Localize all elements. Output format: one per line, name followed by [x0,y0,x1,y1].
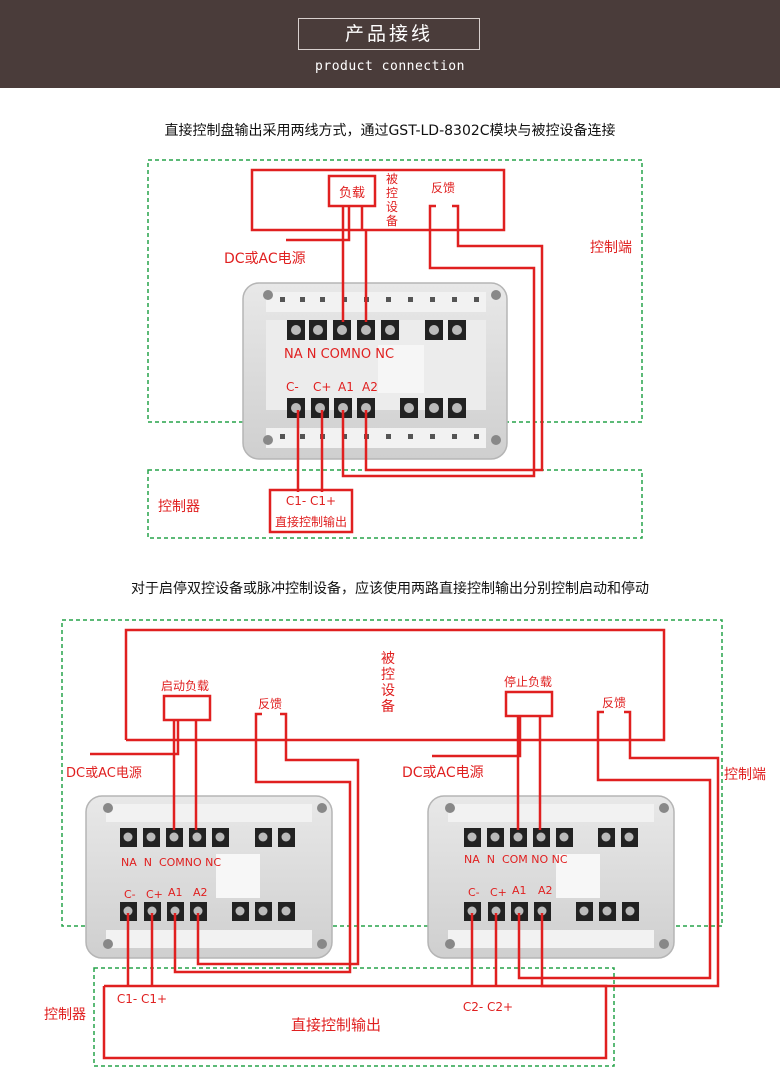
d2-controlled-char-4: 备 [381,698,395,715]
diagram2: 启动负载 停止负载 被 控 设 备 反馈 反馈 DC或AC电源 DC或AC电源 … [44,619,766,1067]
d2-left-c-plus: C+ [146,888,163,901]
diagram1: 负载 被 控 设 备 反馈 DC或AC电源 控制端 NA N COMNO NC … [147,159,643,539]
page-subtitle: product connection [315,59,465,74]
d2-controller-label: 控制器 [44,1007,86,1023]
d2-controller-frame [93,967,615,1067]
d1-controller-label: 控制器 [158,499,200,515]
d2-control-end-frame [61,619,723,927]
d2-left-feedback-label: 反馈 [258,697,282,711]
d1-controlled-char-2: 控 [386,186,398,200]
d2-controlled-char-1: 被 [381,651,395,667]
d1-control-end-label: 控制端 [590,240,632,256]
d2-direct-output-label: 直接控制输出 [291,1016,381,1034]
d2-control-end-label: 控制端 [724,767,766,783]
d1-top-terminal-labels: NA N COMNO NC [284,347,394,362]
controller-frame [147,469,643,539]
diagram1-wires [250,168,544,534]
d2-controlled-char-3: 设 [381,683,395,699]
d1-feedback-label: 反馈 [431,181,455,195]
d2-right-a2: A2 [538,884,553,897]
d2-right-top-terminals: NA N COM NO NC [464,853,568,866]
diagram2-description: 对于启停双控设备或脉冲控制设备，应该使用两路直接控制输出分别控制启动和停动 [131,581,649,597]
page-title: 产品接线 [298,18,480,50]
module-1 [242,282,508,460]
d2-right-a1: A1 [512,884,527,897]
d2-left-a2: A2 [193,886,208,899]
d1-controlled-char-4: 备 [386,214,398,228]
module-2-left [85,795,333,959]
header-banner: 产品接线 product connection [0,0,780,88]
d1-load-label: 负载 [339,186,365,201]
d1-direct-output-label: 直接控制输出 [275,514,347,529]
d1-terminal-c-minus: C- [286,380,299,394]
module-2-right [427,795,675,959]
diagram1-description: 直接控制盘输出采用两线方式，通过GST-LD-8302C模块与被控设备连接 [164,123,616,139]
d2-left-top-terminals: NA N COMNO NC [121,856,221,869]
d2-right-feedback-label: 反馈 [602,696,626,710]
d1-terminal-c-plus: C+ [313,380,331,394]
diagram2-wires [90,628,720,1060]
d1-c-labels: C1- C1+ [286,494,336,508]
d2-c2-labels: C2- C2+ [463,1000,513,1014]
d2-left-power-label: DC或AC电源 [66,766,142,781]
d1-terminal-a1: A1 [338,380,354,394]
d1-terminal-a2: A2 [362,380,378,394]
d2-right-c-minus: C- [468,886,480,899]
d2-controlled-char-2: 控 [381,667,395,683]
d1-controlled-char-3: 设 [386,200,398,214]
d2-start-load-label: 启动负载 [161,679,209,693]
d2-left-a1: A1 [168,886,183,899]
d2-stop-load-label: 停止负载 [504,674,552,689]
d2-right-power-label: DC或AC电源 [402,765,484,781]
d2-right-c-plus: C+ [490,886,507,899]
d1-controlled-char-1: 被 [386,172,398,186]
d2-left-c-minus: C- [124,888,136,901]
d2-c1-labels: C1- C1+ [117,992,167,1006]
d1-power-label: DC或AC电源 [224,251,306,267]
